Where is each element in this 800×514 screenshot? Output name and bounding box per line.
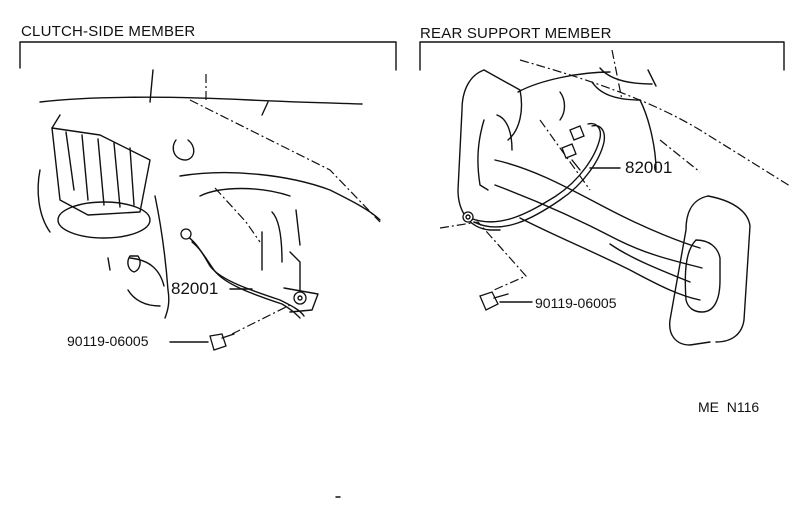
- right-panel-title: REAR SUPPORT MEMBER: [420, 25, 612, 42]
- right-ground-cable: [462, 122, 621, 228]
- left-panel-bracket: [19, 41, 397, 71]
- right-cable-part-number: 82001: [625, 158, 673, 177]
- right-panel-bracket: [419, 41, 785, 71]
- left-bolt-part-number: 90119-06005: [67, 333, 149, 349]
- right-bolt-part-number: 90119-06005: [535, 295, 617, 311]
- right-vehicle-outline: [439, 49, 791, 346]
- left-vehicle-outline: [37, 69, 381, 319]
- right-bolt: [479, 291, 533, 311]
- left-bolt: [169, 303, 293, 351]
- left-cable-part-number: 82001: [171, 279, 219, 298]
- left-panel-title: CLUTCH-SIDE MEMBER: [21, 23, 196, 40]
- left-ground-cable: [180, 228, 307, 319]
- figure-code: ME N116: [698, 399, 760, 415]
